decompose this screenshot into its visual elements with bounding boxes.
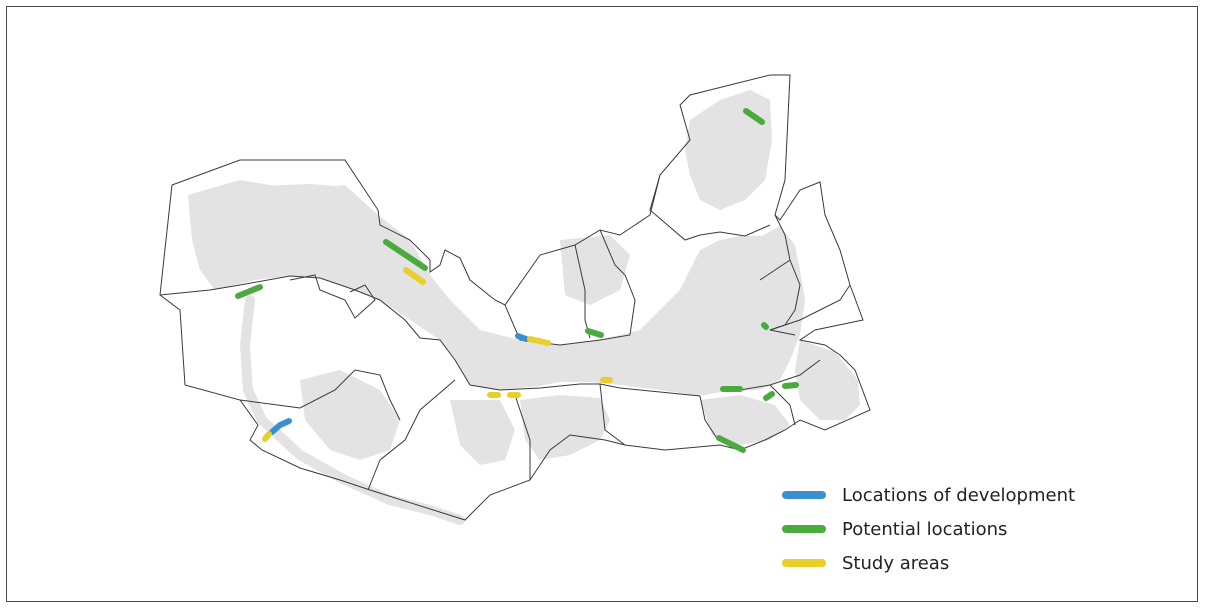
urban-area-east xyxy=(795,340,860,420)
legend-item-potential: Potential locations xyxy=(782,512,1075,546)
boundary-central-b xyxy=(514,394,531,480)
urban-area-north xyxy=(560,235,630,305)
boundary-ne-a xyxy=(649,174,771,241)
legend-label: Study areas xyxy=(842,552,950,574)
urban-area-northeast xyxy=(685,90,772,210)
study-area xyxy=(403,267,426,285)
boundary-central-c xyxy=(599,383,626,446)
potential-location xyxy=(761,322,769,330)
district-boundaries xyxy=(159,74,871,521)
boundary-se-b xyxy=(769,384,796,426)
potential-location xyxy=(743,108,765,125)
map-legend: Locations of development Potential locat… xyxy=(782,478,1075,580)
figure-frame xyxy=(6,6,1198,602)
boundary-se-a xyxy=(699,395,719,441)
urban-area-west xyxy=(188,180,805,396)
river xyxy=(239,295,465,525)
location-markers xyxy=(235,108,799,453)
boundary-ws1 xyxy=(379,299,501,391)
potential-location xyxy=(235,284,263,299)
legend-item-study: Study areas xyxy=(782,546,1075,580)
legend-item-development: Locations of development xyxy=(782,478,1075,512)
potential-location xyxy=(782,382,799,389)
legend-label: Potential locations xyxy=(842,518,1008,540)
study-area xyxy=(527,336,551,346)
potential-location xyxy=(763,391,775,401)
boundary-north-b xyxy=(599,229,636,341)
development-location xyxy=(515,333,529,342)
boundary-east-d xyxy=(759,259,791,281)
boundary-ws2 xyxy=(499,383,701,397)
urban-area-south xyxy=(520,395,610,460)
legend-label: Locations of development xyxy=(842,484,1076,506)
urban-area-southwest xyxy=(300,370,400,460)
study-swatch xyxy=(782,559,826,567)
potential-swatch xyxy=(782,525,826,533)
development-swatch xyxy=(782,491,826,499)
potential-location xyxy=(383,239,428,271)
potential-location xyxy=(716,435,746,453)
urban-areas xyxy=(188,90,860,465)
boundary-ws4 xyxy=(289,274,376,319)
potential-location xyxy=(585,328,604,338)
urban-area-southeast xyxy=(700,395,790,445)
study-area xyxy=(262,431,272,442)
boundary-se-c xyxy=(739,359,821,391)
boundary-ws3 xyxy=(239,369,401,421)
boundary-east-b xyxy=(769,284,851,331)
development-location xyxy=(269,418,292,435)
boundary-central-a xyxy=(367,379,456,491)
river-north xyxy=(206,183,339,204)
boundary-east-c xyxy=(769,329,796,336)
urban-area-middle xyxy=(450,400,515,465)
